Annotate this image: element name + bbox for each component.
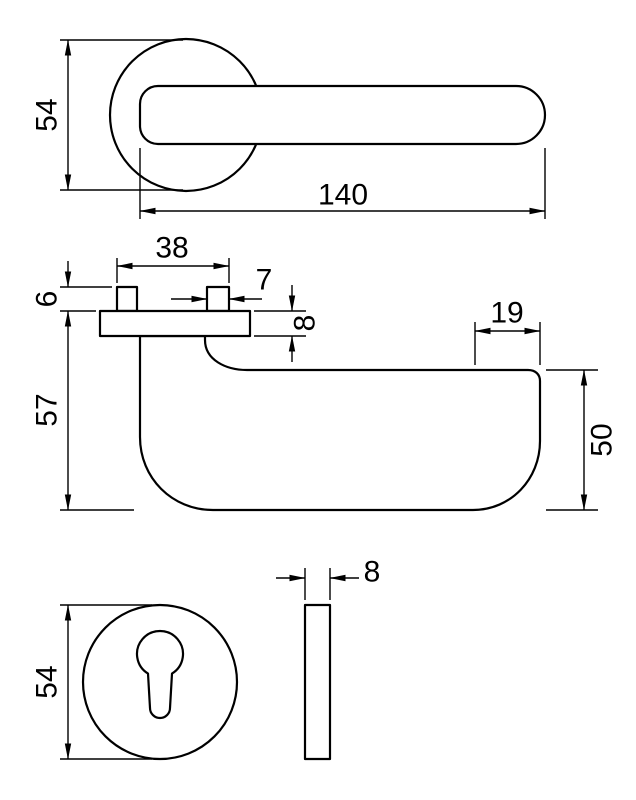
dim-label-rosette-diameter-bottom: 54 bbox=[31, 665, 64, 698]
dim-label-pin-height: 6 bbox=[31, 291, 64, 308]
dim-label-grip-end-height: 50 bbox=[586, 423, 619, 456]
keyhole-cutout bbox=[135, 629, 185, 720]
dim-label-handle-drop: 57 bbox=[31, 393, 64, 426]
dim-label-handle-length: 140 bbox=[318, 179, 368, 212]
dimension-profile-thickness: 8 bbox=[276, 556, 381, 600]
fixing-pin-right bbox=[205, 285, 231, 313]
dim-label-rosette-diameter-top: 54 bbox=[31, 98, 64, 131]
dimension-pin-height: 6 bbox=[31, 261, 112, 312]
rosette-side-profile bbox=[303, 603, 332, 761]
top-view: 54 140 bbox=[31, 37, 547, 219]
dim-label-plate-thickness: 8 bbox=[289, 315, 322, 332]
dim-label-profile-thickness: 8 bbox=[364, 556, 381, 589]
dimension-rosette-diameter-top: 54 bbox=[31, 39, 183, 191]
bottom-view: 54 8 bbox=[31, 556, 381, 761]
lever-handle-top bbox=[138, 84, 547, 146]
dim-label-pin-spacing: 38 bbox=[155, 232, 188, 265]
dimension-handle-length: 140 bbox=[139, 148, 546, 219]
dimension-pin-spacing: 38 bbox=[116, 232, 230, 283]
dimension-handle-drop: 57 bbox=[31, 310, 134, 511]
dimension-pin-width: 7 bbox=[171, 264, 273, 303]
dimension-plate-thickness: 8 bbox=[254, 285, 322, 362]
lever-handle-profile bbox=[138, 334, 542, 512]
dimension-grip-end-width: 19 bbox=[474, 297, 541, 365]
fixing-pin-left bbox=[115, 285, 139, 313]
side-view: 38 6 7 8 57 bbox=[31, 232, 619, 512]
dimension-rosette-diameter-bottom: 54 bbox=[31, 604, 152, 760]
dim-label-pin-width: 7 bbox=[256, 264, 273, 297]
dim-label-grip-end-width: 19 bbox=[490, 297, 523, 330]
dimension-grip-end-height: 50 bbox=[546, 369, 619, 511]
rosette-plate-profile bbox=[98, 309, 252, 338]
